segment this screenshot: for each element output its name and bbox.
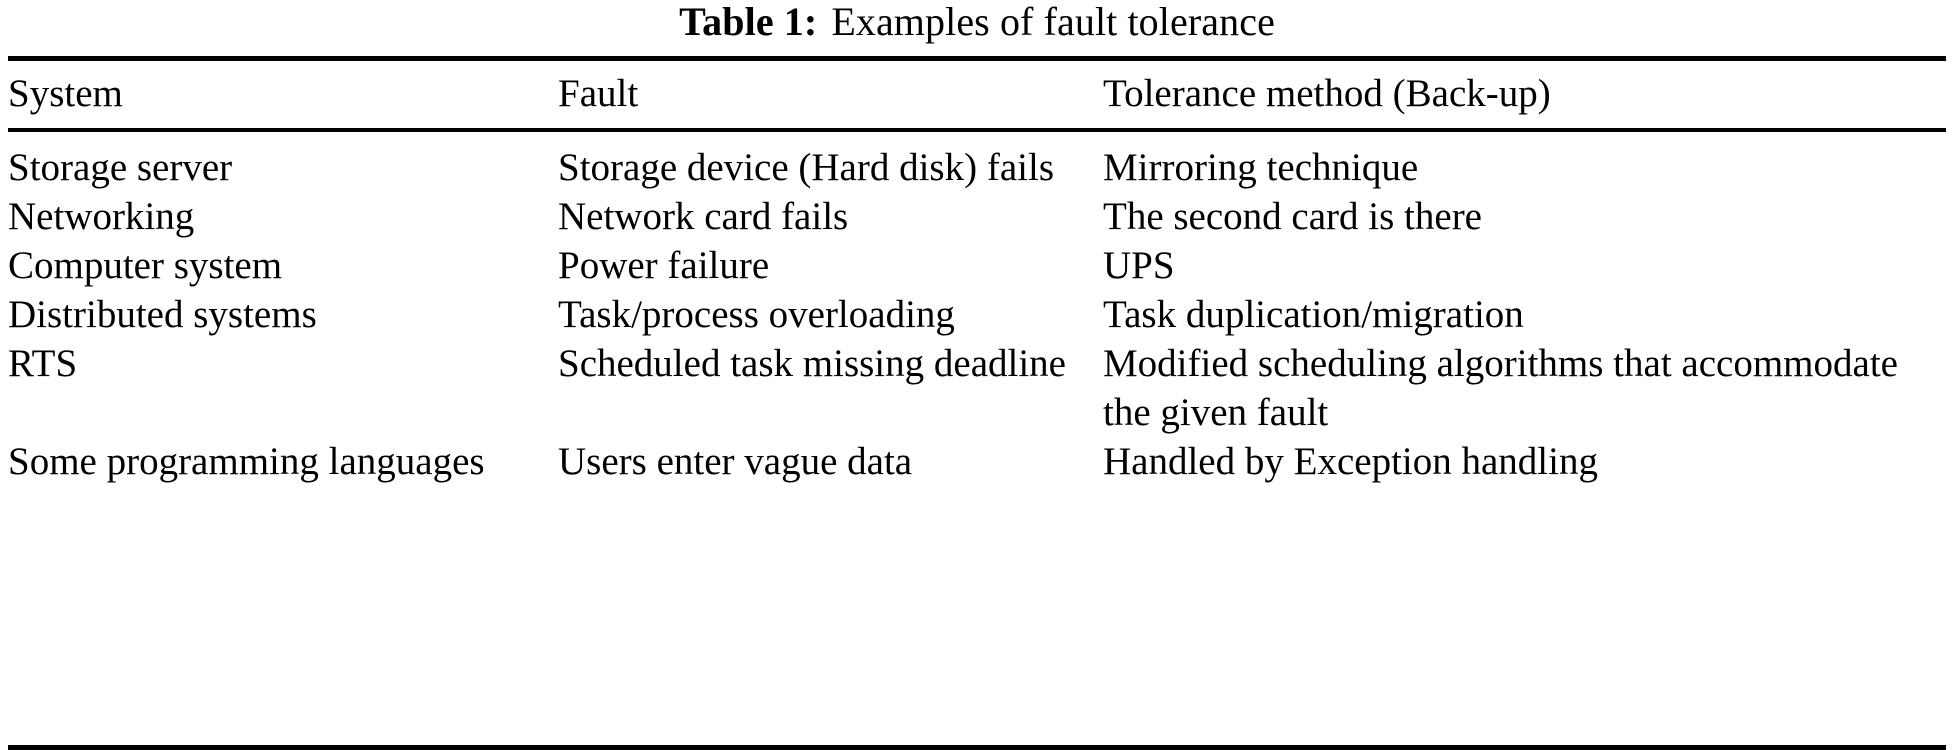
cell-system: RTS <box>8 341 78 385</box>
table-caption: Table 1: Examples of fault tolerance <box>8 0 1946 56</box>
cell-tolerance: The second card is there <box>1103 194 1482 238</box>
table-row: RTS Scheduled task missing deadline Modi… <box>8 340 1946 438</box>
cell-fault: Storage device (Hard disk) fails <box>558 145 1054 189</box>
column-header-tolerance-method: Tolerance method (Back-up) <box>1103 72 1551 115</box>
caption-label: Table 1: <box>679 0 818 44</box>
cell-system: Storage server <box>8 145 233 189</box>
table-header-rule <box>8 127 1946 132</box>
table-body: Storage server Storage device (Hard disk… <box>8 132 1946 497</box>
column-header-fault: Fault <box>558 72 639 115</box>
table-row: Distributed systems Task/process overloa… <box>8 291 1946 340</box>
cell-system: Networking <box>8 194 195 238</box>
table-row: Networking Network card fails The second… <box>8 193 1946 242</box>
cell-fault: Task/process overloading <box>558 292 955 336</box>
fault-tolerance-table-body: Storage server Storage device (Hard disk… <box>8 132 1946 497</box>
cell-tolerance: Handled by Exception handling <box>1103 439 1598 483</box>
caption-text: Examples of fault tolerance <box>831 0 1275 44</box>
cell-tolerance: Mirroring technique <box>1103 145 1419 189</box>
cell-system: Distributed systems <box>8 292 317 336</box>
cell-fault: Network card fails <box>558 194 849 238</box>
cell-system: Computer system <box>8 243 283 287</box>
table-row: Some programming languages Users enter v… <box>8 438 1946 497</box>
cell-tolerance: Task duplication/migration <box>1103 292 1524 336</box>
table-header: System Fault Tolerance method (Back-up) <box>8 61 1946 128</box>
column-header-system: System <box>8 72 123 115</box>
table-header-row: System Fault Tolerance method (Back-up) <box>8 61 1946 128</box>
cell-system: Some programming languages <box>8 439 485 483</box>
table-row: Storage server Storage device (Hard disk… <box>8 132 1946 193</box>
cell-tolerance: Modified scheduling algorithms that acco… <box>1103 341 1898 434</box>
table-bottom-rule <box>8 745 1946 750</box>
table-row: Computer system Power failure UPS <box>8 242 1946 291</box>
table-top-rule <box>8 56 1946 61</box>
cell-fault: Power failure <box>558 243 770 287</box>
cell-fault: Users enter vague data <box>558 439 913 483</box>
fault-tolerance-table: System Fault Tolerance method (Back-up) <box>8 61 1946 128</box>
cell-tolerance: UPS <box>1103 243 1175 287</box>
cell-fault: Scheduled task missing deadline <box>558 341 1066 385</box>
